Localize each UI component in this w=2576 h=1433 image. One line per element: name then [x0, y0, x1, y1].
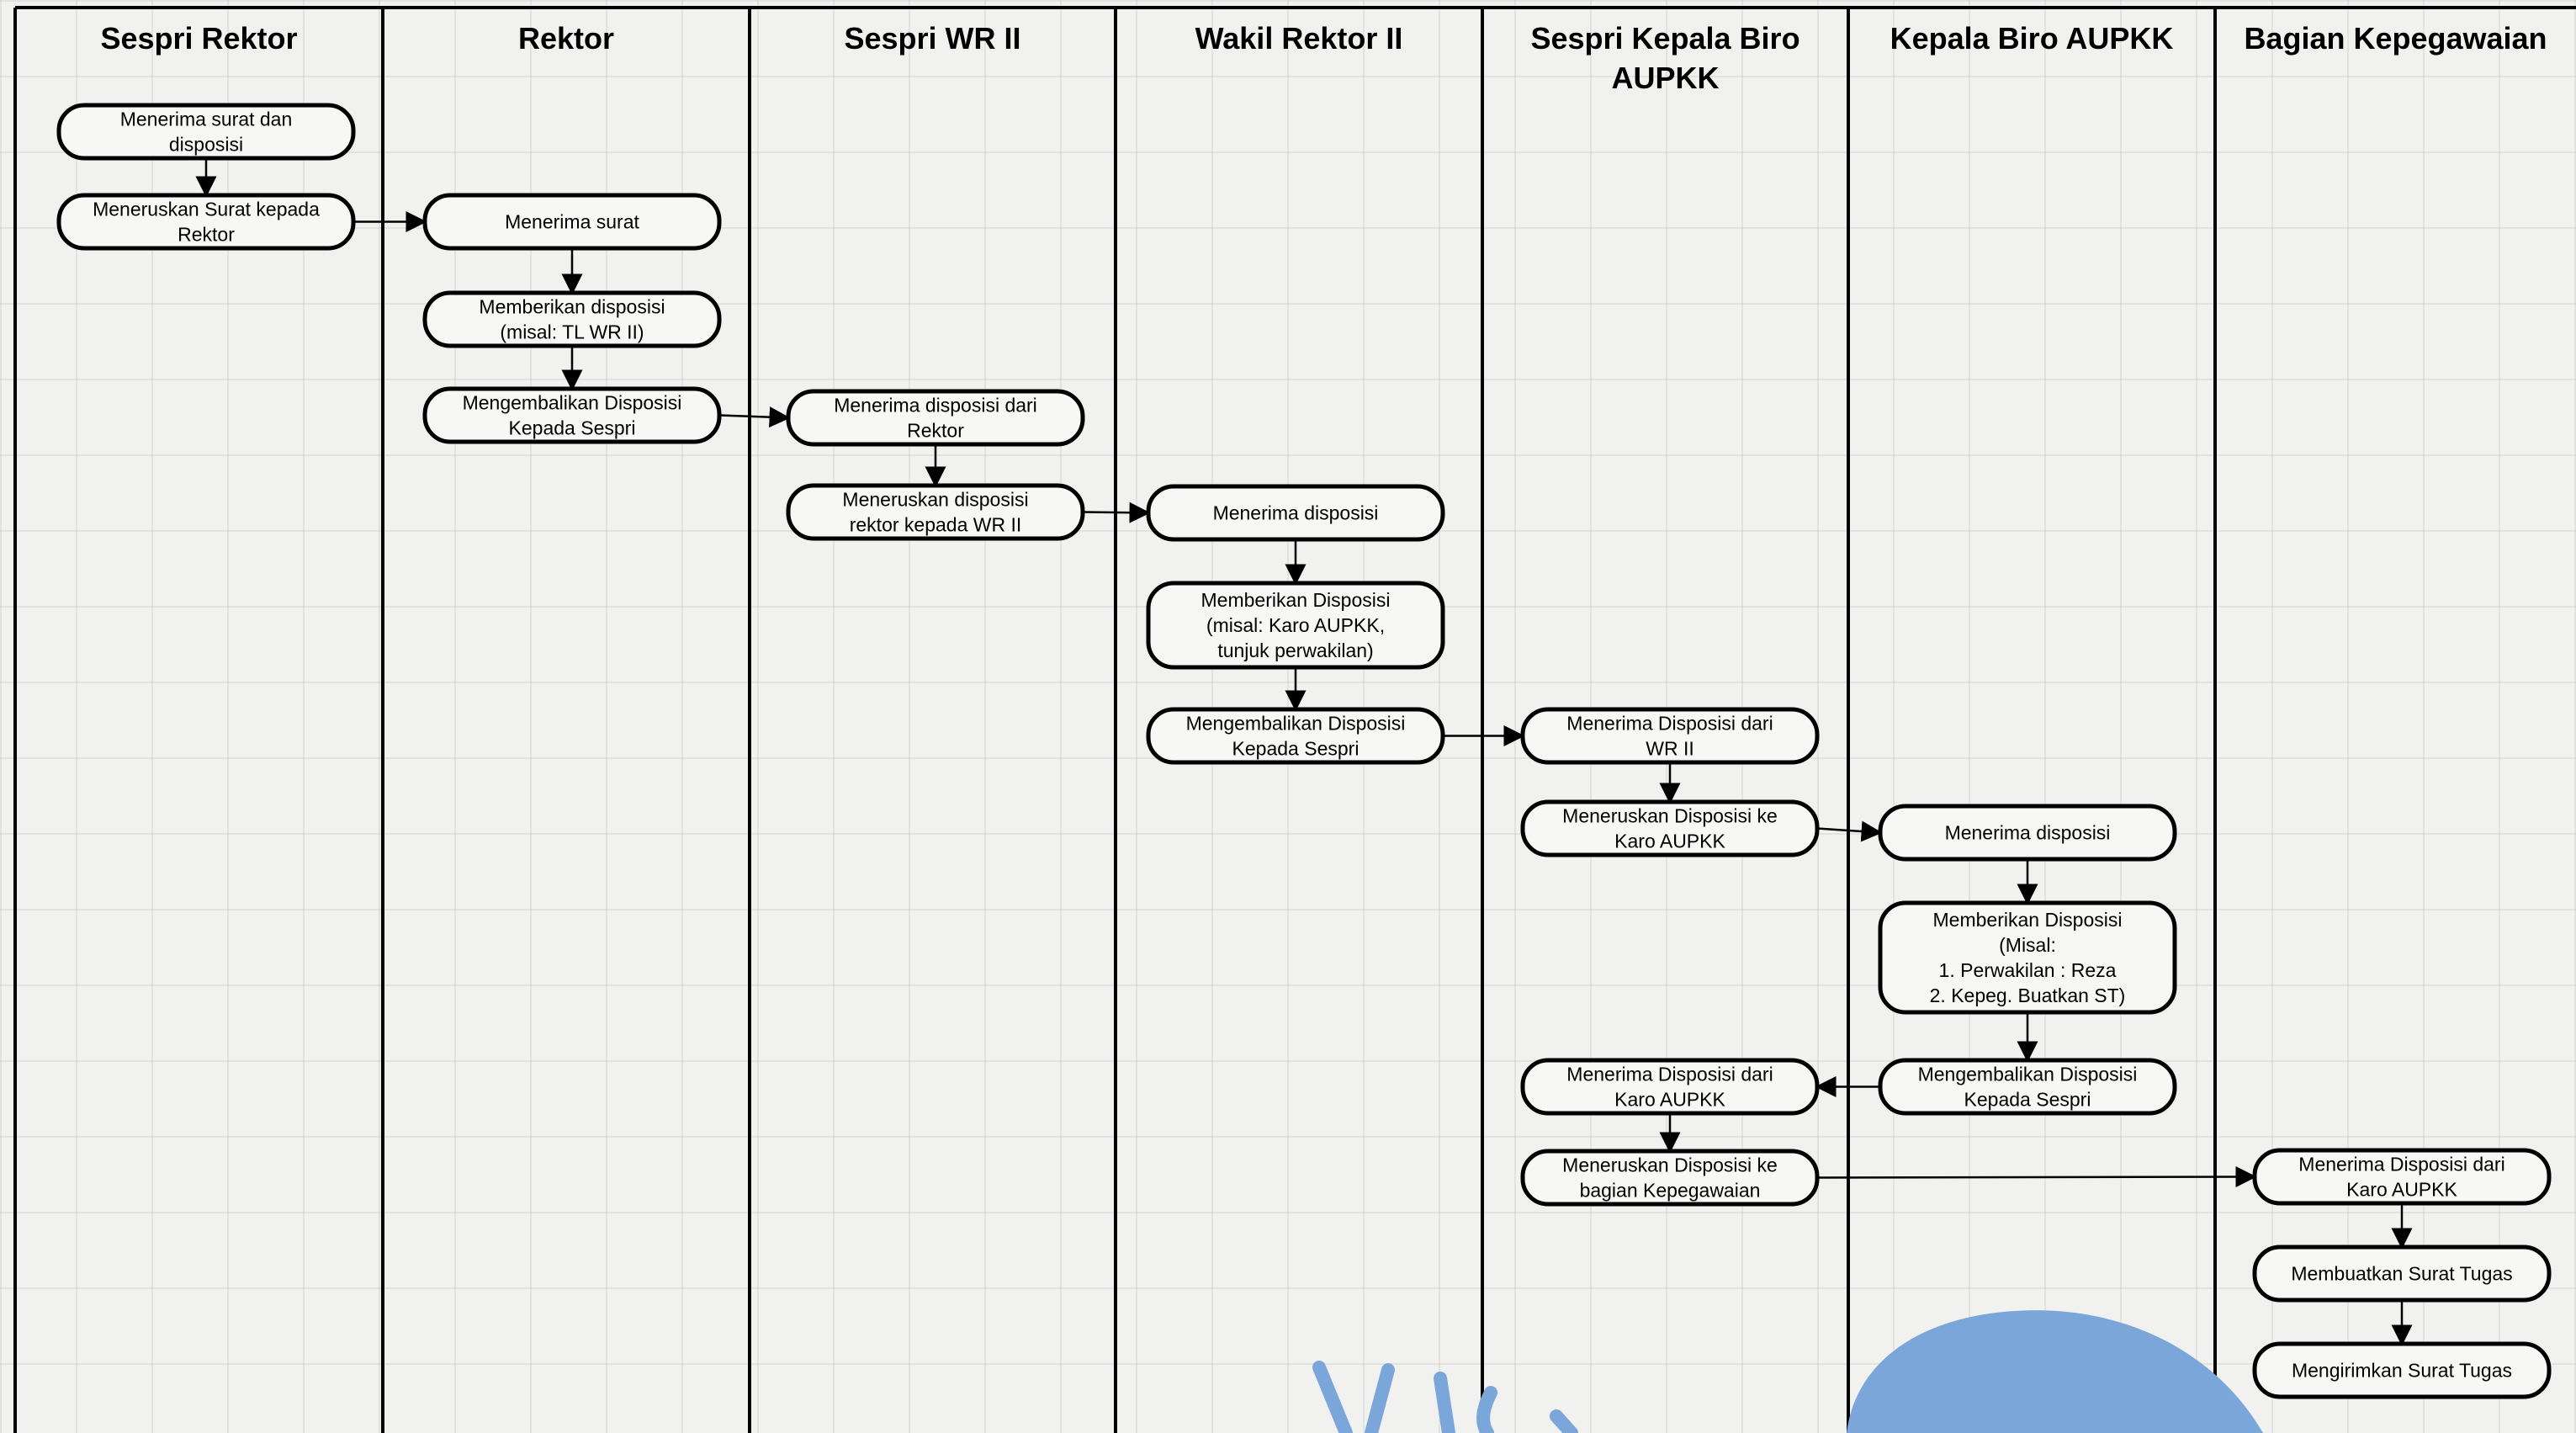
process-step-n3: Menerima surat: [422, 193, 722, 251]
process-label: Kepada Sespri: [509, 417, 636, 439]
lane-l3: Sespri WR II: [844, 21, 1020, 56]
process-box: [786, 389, 1085, 447]
process-label: rektor kepada WR II: [850, 514, 1022, 536]
process-label: Memberikan disposisi: [479, 296, 665, 318]
process-label: Menerima Disposisi dari: [1566, 713, 1773, 735]
lane-title: Bagian Kepegawaian: [2244, 21, 2547, 56]
process-box: [1520, 1149, 1820, 1207]
lane-title: Rektor: [518, 21, 614, 56]
process-box: [1520, 707, 1820, 765]
process-box: [2252, 1148, 2552, 1206]
process-label: Kepada Sespri: [1232, 738, 1360, 760]
lane-title: AUPKK: [1611, 61, 1719, 95]
process-label: 2. Kepeg. Buatkan ST): [1930, 985, 2126, 1006]
lane-l2: Rektor: [518, 21, 614, 56]
process-box: [422, 386, 722, 444]
process-label: (misal: Karo AUPKK,: [1206, 614, 1385, 636]
lane-title: Wakil Rektor II: [1195, 21, 1403, 56]
flow-arrow: [1816, 1166, 2257, 1188]
process-box: [56, 103, 356, 161]
lane-title: Sespri Rektor: [100, 21, 297, 56]
process-step-n17: Meneruskan Disposisi ke bagian Kepegawaia…: [1520, 1149, 1820, 1207]
process-box: [422, 290, 722, 348]
lane-title: Sespri Kepala Biro: [1530, 21, 1799, 56]
process-step-n1: Menerima surat dan disposisi: [56, 103, 356, 161]
process-box: [422, 193, 722, 251]
process-step-n8: Menerima disposisi: [1146, 484, 1445, 542]
process-box: [2252, 1341, 2552, 1399]
process-label: Menerima surat: [505, 211, 639, 233]
lane-l1: Sespri Rektor: [100, 21, 297, 56]
process-label: Meneruskan Disposisi ke: [1562, 1154, 1778, 1176]
process-label: Mengirimkan Surat Tugas: [2292, 1360, 2512, 1382]
flow-arrow: [718, 406, 791, 428]
process-step-n13: Menerima disposisi: [1878, 804, 2177, 862]
lane-l4: Wakil Rektor II: [1195, 21, 1403, 56]
process-label: Menerima Disposisi dari: [1566, 1064, 1773, 1085]
process-label: (Misal:: [1999, 934, 2056, 956]
blue-doodle-decoration: [1312, 1310, 2263, 1433]
process-label: disposisi: [169, 134, 243, 156]
process-box: [1878, 1058, 2177, 1116]
process-step-n20: Mengirimkan Surat Tugas: [2252, 1341, 2552, 1399]
lane-l6: Kepala Biro AUPKK: [1890, 21, 2174, 56]
process-box: [1878, 804, 2177, 862]
process-label: Rektor: [907, 420, 964, 442]
process-label: Meneruskan Surat kepada: [93, 199, 320, 220]
process-label: Rektor: [178, 224, 235, 246]
process-label: Menerima disposisi dari: [834, 395, 1037, 417]
flow-arrow: [1816, 820, 1883, 842]
process-label: Karo AUPKK: [2346, 1179, 2457, 1201]
process-step-n11: Menerima Disposisi dari WR II: [1520, 707, 1820, 765]
process-label: Memberikan Disposisi: [1933, 909, 2123, 931]
process-box: [1146, 581, 1445, 670]
process-step-n14: Memberikan Disposisi (Misal: 1. Perwakilan…: [1878, 900, 2177, 1015]
process-step-n19: Membuatkan Surat Tugas: [2252, 1245, 2552, 1303]
process-label: bagian Kepegawaian: [1580, 1180, 1761, 1202]
process-label: Memberikan Disposisi: [1201, 589, 1391, 611]
process-label: Meneruskan disposisi: [842, 489, 1028, 511]
process-box: [1878, 900, 2177, 1015]
process-box: [2252, 1245, 2552, 1303]
process-label: Membuatkan Surat Tugas: [2291, 1263, 2512, 1285]
process-label: Mengembalikan Disposisi: [1186, 713, 1406, 735]
process-label: Menerima disposisi: [1213, 502, 1379, 524]
lane-title: Kepala Biro AUPKK: [1890, 21, 2174, 56]
process-label: (misal: TL WR II): [500, 321, 644, 343]
process-box: [1520, 1058, 1820, 1116]
process-label: Menerima Disposisi dari: [2298, 1154, 2504, 1176]
process-step-n12: Meneruskan Disposisi ke Karo AUPKK: [1520, 799, 1820, 857]
process-label: 1. Perwakilan : Reza: [1939, 959, 2117, 981]
process-label: Karo AUPKK: [1614, 831, 1725, 852]
lane-title: Sespri WR II: [844, 21, 1020, 56]
process-label: Mengembalikan Disposisi: [463, 392, 682, 414]
process-label: Karo AUPKK: [1614, 1089, 1725, 1111]
flow-arrow: [1082, 502, 1151, 523]
process-label: Menerima disposisi: [1945, 822, 2111, 844]
process-label: Mengembalikan Disposisi: [1918, 1064, 2138, 1085]
process-label: WR II: [1646, 738, 1694, 760]
lane-l7: Bagian Kepegawaian: [2244, 21, 2547, 56]
process-box: [1520, 799, 1820, 857]
process-label: tunjuk perwakilan): [1217, 640, 1373, 661]
process-box: [786, 483, 1085, 541]
process-label: Meneruskan Disposisi ke: [1562, 805, 1778, 827]
process-box: [1146, 484, 1445, 542]
process-step-n7: Meneruskan disposisi rektor kepada WR II: [786, 483, 1085, 541]
process-step-n4: Memberikan disposisi (misal: TL WR II): [422, 290, 722, 348]
process-box: [56, 193, 356, 251]
process-label: Menerima surat dan: [120, 109, 293, 130]
process-step-n9: Memberikan Disposisi (misal: Karo AUPKK, t…: [1146, 581, 1445, 670]
process-label: Kepada Sespri: [1964, 1089, 2091, 1111]
process-box: [1146, 707, 1445, 765]
